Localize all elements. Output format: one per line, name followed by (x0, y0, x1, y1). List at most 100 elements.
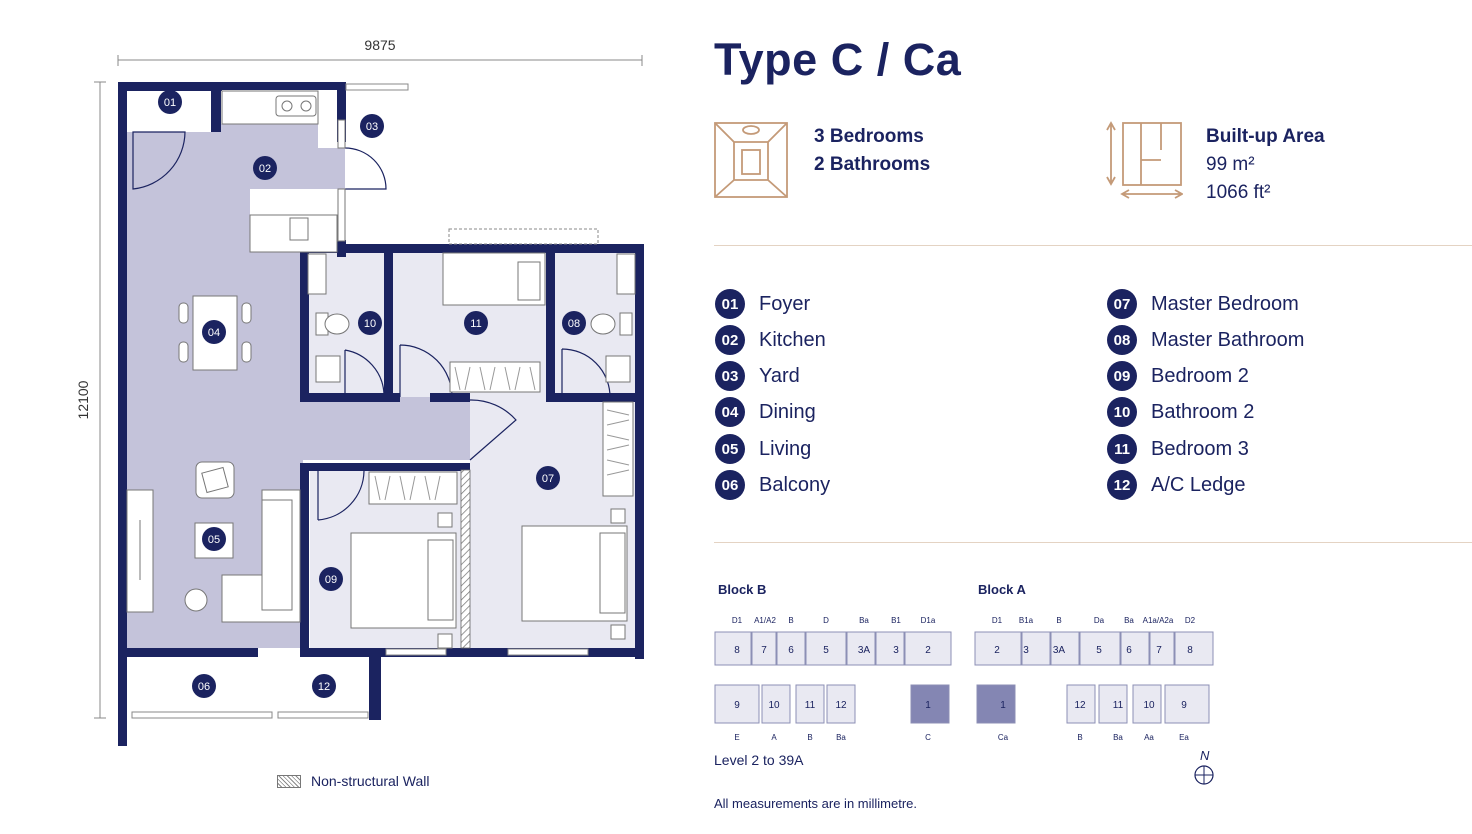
block-a-unit: 5 (1096, 645, 1102, 656)
legend-label: Bathroom 2 (1151, 400, 1255, 423)
block-a-unit: 1 (1000, 700, 1006, 711)
legend-badge: 10 (1107, 397, 1137, 427)
block-a-bottom-label: Ea (1179, 733, 1189, 742)
room-marker-01: 01 (158, 90, 182, 114)
legend-item: 10 Bathroom 2 (1107, 397, 1254, 427)
block-a-unit: 3 (1023, 645, 1029, 656)
block-b-top-label: D (823, 616, 829, 625)
svg-text:02: 02 (259, 163, 271, 175)
svg-text:09: 09 (325, 574, 337, 586)
room-marker-04: 04 (202, 320, 226, 344)
area-ft2: 1066 ft² (1206, 182, 1271, 203)
block-b-bottom-label: E (734, 733, 739, 742)
legend-badge: 04 (715, 397, 745, 427)
block-b-unit: 2 (925, 645, 931, 656)
block-a-bottom-label: Aa (1144, 733, 1154, 742)
room-marker-05: 05 (202, 527, 226, 551)
area-icon (1106, 121, 1183, 199)
area-label: Built-up Area (1206, 126, 1325, 147)
block-b-unit: 5 (823, 645, 829, 656)
block-b-bottom-label: B (807, 733, 812, 742)
svg-text:10: 10 (364, 318, 376, 330)
legend-badge: 01 (715, 289, 745, 319)
block-a-unit: 7 (1156, 645, 1162, 656)
area-m2: 99 m² (1206, 154, 1255, 175)
svg-text:01: 01 (164, 97, 176, 109)
room-marker-08: 08 (562, 311, 586, 335)
living-zone (127, 124, 470, 648)
room-markers: 01 02 03 04 05 06 07 08 09 10 11 12 (158, 90, 586, 698)
block-a-top-label: B1a (1019, 616, 1034, 625)
block-a-top-label: A1a/A2a (1143, 616, 1174, 625)
legend-label: Master Bathroom (1151, 328, 1305, 351)
legend-badge: 05 (715, 434, 745, 464)
block-a-unit: 3A (1053, 645, 1066, 656)
legend-label: Kitchen (759, 328, 826, 351)
legend-badge: 07 (1107, 289, 1137, 319)
block-a-unit: 2 (994, 645, 1000, 656)
walls (118, 82, 644, 746)
height-dimension (94, 81, 106, 719)
legend-badge: 02 (715, 325, 745, 355)
room-marker-07: 07 (536, 466, 560, 490)
hatch-swatch (277, 774, 301, 788)
block-a-top-label: Da (1094, 616, 1105, 625)
block-b-top-label: Ba (859, 616, 869, 625)
block-b-bottom-label: C (925, 733, 931, 742)
block-b-top-label: A1/A2 (754, 616, 776, 625)
room-marker-02: 02 (253, 156, 277, 180)
block-b-top-label: D1a (921, 616, 936, 625)
room-marker-06: 06 (192, 674, 216, 698)
block-b-top-label: B (788, 616, 793, 625)
block-a-top-label: B (1056, 616, 1061, 625)
block-b-unit: 3 (893, 645, 899, 656)
block-a-unit: 11 (1113, 700, 1124, 711)
room-marker-12: 12 (312, 674, 336, 698)
bedroom-icon (714, 122, 788, 198)
bathroom-fixtures (307, 253, 636, 383)
block-a-top-label: D2 (1185, 616, 1196, 625)
block-a-top-label: Ba (1124, 616, 1134, 625)
room-counts: 3 Bedrooms 2 Bathrooms (814, 123, 930, 179)
north-arrow-icon (1194, 765, 1214, 785)
svg-text:06: 06 (198, 681, 210, 693)
room-marker-03: 03 (360, 114, 384, 138)
svg-text:11: 11 (470, 318, 481, 330)
height-dimension-label: 12100 (75, 380, 91, 419)
legend-label: Bedroom 2 (1151, 364, 1249, 387)
legend-item: 04 Dining (715, 397, 816, 427)
bedroom-count: 3 Bedrooms (814, 126, 924, 147)
divider-bottom (714, 542, 1472, 543)
legend-label: A/C Ledge (1151, 473, 1246, 496)
block-b-unit: 3A (858, 645, 871, 656)
block-b-title: Block B (718, 582, 767, 597)
measurement-note: All measurements are in millimetre. (714, 796, 918, 811)
svg-text:07: 07 (542, 473, 554, 485)
block-a-unit: 9 (1181, 700, 1187, 711)
legend-label: Dining (759, 400, 816, 423)
key-plans: D1 A1/A2 B D Ba B1 D1a 8 7 6 5 3A 3 2 9 … (714, 616, 1214, 742)
block-a-bottom-label: Ca (998, 733, 1009, 742)
svg-text:08: 08 (568, 318, 580, 330)
room-marker-09: 09 (319, 567, 343, 591)
svg-text:04: 04 (208, 327, 220, 339)
block-a-bottom-label: B (1077, 733, 1082, 742)
block-a-unit: 6 (1126, 645, 1132, 656)
door-swings (132, 131, 611, 521)
block-a-top-label: D1 (992, 616, 1003, 625)
bedroom-furniture (350, 252, 634, 649)
legend-badge: 06 (715, 470, 745, 500)
block-a-unit: 10 (1143, 700, 1155, 711)
non-structural-legend: Non-structural Wall (277, 773, 430, 789)
block-b-unit: 7 (761, 645, 767, 656)
level-label: Level 2 to 39A (714, 752, 804, 768)
room-marker-10: 10 (358, 311, 382, 335)
block-a-title: Block A (978, 582, 1026, 597)
